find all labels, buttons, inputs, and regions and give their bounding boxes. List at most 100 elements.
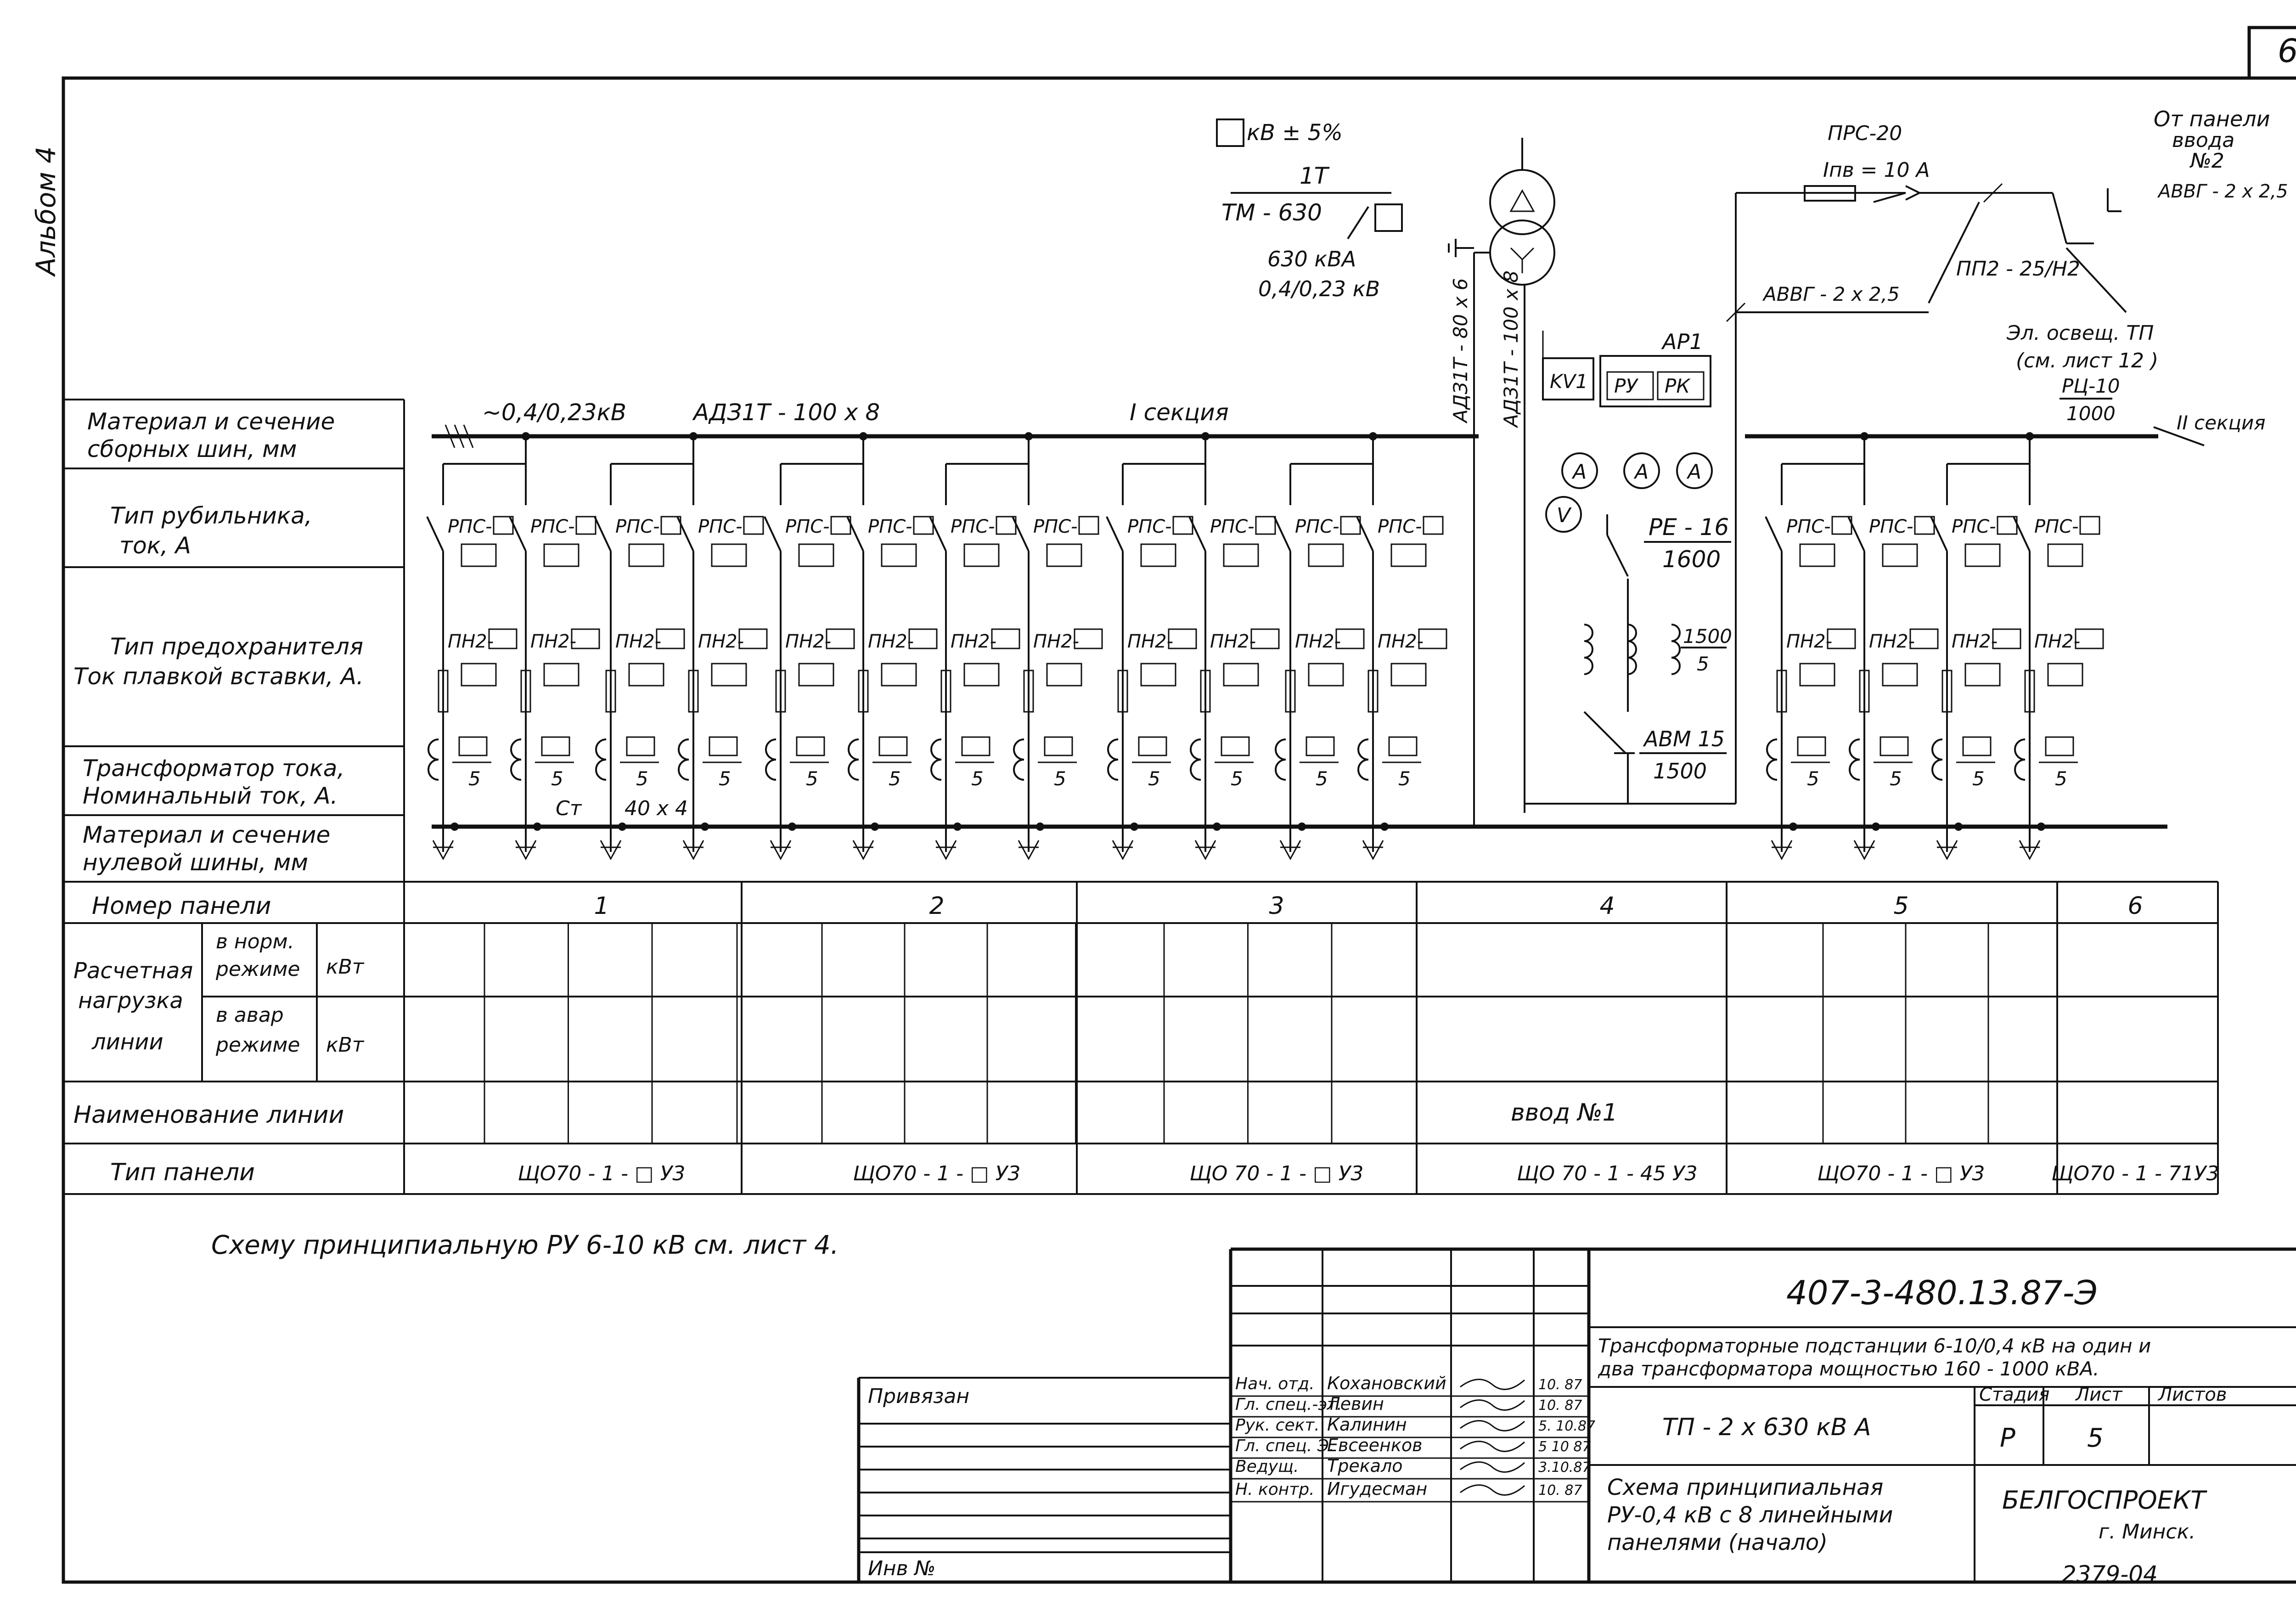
fuse-type-pn2: ПН2- [1869, 631, 1915, 652]
tap-label: кВ ± 5% [1247, 120, 1343, 146]
cable-end-icon [1194, 840, 1216, 861]
panel-type: ЩО70 - 1 - □ У3 [518, 1162, 686, 1185]
fuse-element [1117, 670, 1128, 713]
bus-voltage: ~0,4/0,23кВ [482, 399, 626, 426]
staff-date: 10. 87 [1538, 1377, 1582, 1393]
auxiliary-supply: ПРС-20 Iпв = 10 А От панели ввода №2 АВВ… [1726, 107, 2288, 425]
staff-name: Калинин [1327, 1414, 1407, 1435]
bound-label: Привязан [868, 1385, 969, 1408]
switch-current-box [628, 543, 664, 567]
vertical-bus-2: АДЗ1Т - 100 х 8 [1500, 270, 1522, 428]
switch-rating-box [743, 516, 764, 535]
fuse-rating-box [2075, 628, 2104, 649]
fuse-type-pn2: ПН2- [1378, 631, 1424, 652]
feeder-groups: РПС-ПН2-5РПС-ПН2-5РПС-ПН2-5РПС-ПН2-5РПС-… [426, 432, 2104, 861]
incomer-switch-current: 1600 [1662, 546, 1721, 573]
drawing-frame [62, 76, 2296, 1584]
transformer-box [1374, 203, 1403, 232]
ct-coil [1013, 738, 1024, 781]
feeder-line: РПС-ПН2-5 [1765, 464, 1856, 861]
neutral-material: Ст [556, 797, 582, 820]
fuse-element [605, 670, 616, 713]
cable-aux: АВВГ - 2 х 2,5 [1762, 283, 1900, 305]
ct-secondary: 5 [889, 767, 901, 790]
fuse-current-box [2047, 663, 2083, 687]
fuse-element [775, 670, 786, 713]
ct-rating-box [626, 736, 655, 756]
rc-type: РЦ-10 [2062, 375, 2120, 397]
switch-current-box [1882, 543, 1918, 567]
switch-type-rps: РПС- [448, 516, 492, 537]
ct-secondary: 5 [1148, 767, 1160, 790]
stage-label: Стадия [1979, 1384, 2049, 1405]
fuse-type-pn2: ПН2- [785, 631, 831, 652]
fuse-current-box [1308, 663, 1344, 687]
ct-rating-box [796, 736, 825, 756]
unit-emergency: кВт [326, 1033, 365, 1057]
normal-mode-2: режиме [215, 958, 300, 981]
fuse-current-box [1140, 663, 1176, 687]
fuse-current-box [1223, 663, 1259, 687]
fuse-rating-box [1909, 628, 1939, 649]
ammeter-1: A [1571, 460, 1587, 484]
ct-rating-box [709, 736, 738, 756]
staff-name: Евсеенков [1327, 1435, 1423, 1455]
signature-icon [1460, 1461, 1525, 1473]
bus-material-label-1: Материал и сечение [87, 408, 335, 435]
fuse-current-box [798, 663, 834, 687]
panel-number: 5 [1893, 892, 1908, 920]
ct-rating-box [961, 736, 990, 756]
transformer-voltage: 0,4/0,23 кВ [1258, 276, 1380, 301]
panel-number: 4 [1599, 892, 1615, 920]
fuse-element [940, 670, 951, 713]
fuse-current-box [1964, 663, 2001, 687]
rk-label: РК [1665, 375, 1691, 397]
fuse-element [1285, 670, 1296, 713]
ru-label: РУ [1614, 375, 1638, 397]
cable-end-icon [1112, 840, 1134, 861]
staff-date: 5. 10.87 [1538, 1418, 1595, 1434]
kv1-box [1542, 357, 1594, 400]
panel-type: ЩО70 - 1 - 71У3 [2051, 1162, 2219, 1185]
ct-rating-box [2045, 736, 2074, 756]
ct-rating-box [541, 736, 570, 756]
project-name: ТП - 2 х 630 кВ А [1662, 1414, 1871, 1441]
cable-end-icon [2019, 840, 2041, 861]
switch-current-box [1223, 543, 1259, 567]
ct-label-2: Номинальный ток, А. [83, 783, 338, 809]
tap-box [1216, 118, 1244, 147]
ct-rating-box [1797, 736, 1826, 756]
ap1-box [1599, 355, 1711, 407]
sheet-number: 6 [2278, 32, 2296, 70]
staff-role: Рук. сект. [1235, 1416, 1320, 1435]
ct-rating-box [1306, 736, 1335, 756]
switch-type-rps: РПС- [2034, 516, 2079, 537]
fuse-element [520, 670, 531, 713]
cable-end-icon [1771, 840, 1793, 861]
staff-role: Н. контр. [1235, 1480, 1315, 1499]
fuse-rating-box [826, 628, 855, 649]
fuse-element [1941, 670, 1953, 713]
transformer-type: ТМ - 630 [1221, 199, 1322, 226]
fuse-type-pn2: ПН2- [530, 631, 576, 652]
feeder-line: РПС-ПН2-5 [426, 464, 518, 861]
switch-current-box [711, 543, 747, 567]
feeder-line: РПС-ПН2-5 [676, 464, 768, 861]
feeder-line: РПС-ПН2-5 [594, 464, 685, 861]
feeder-line: РПС-ПН2-5 [1847, 464, 1939, 861]
fuse-rating-box [1827, 628, 1856, 649]
fuse-type-label-2: Ток плавкой вставки, А. [73, 663, 364, 690]
fuse-rating-box [1335, 628, 1365, 649]
calc-load-label-2: нагрузка [78, 988, 183, 1014]
panel-number: 3 [1269, 892, 1284, 920]
feeder-line: РПС-ПН2-5 [1273, 464, 1365, 861]
fuse-rating-box [1250, 628, 1280, 649]
neutral-label-1: Материал и сечение [83, 822, 330, 848]
panel-type-label: Тип панели [110, 1159, 255, 1186]
bus-type: АДЗ1Т - 100 х 8 [692, 399, 880, 426]
switch-rating-box [2079, 516, 2100, 535]
fuse-type-pn2: ПН2- [448, 631, 494, 652]
